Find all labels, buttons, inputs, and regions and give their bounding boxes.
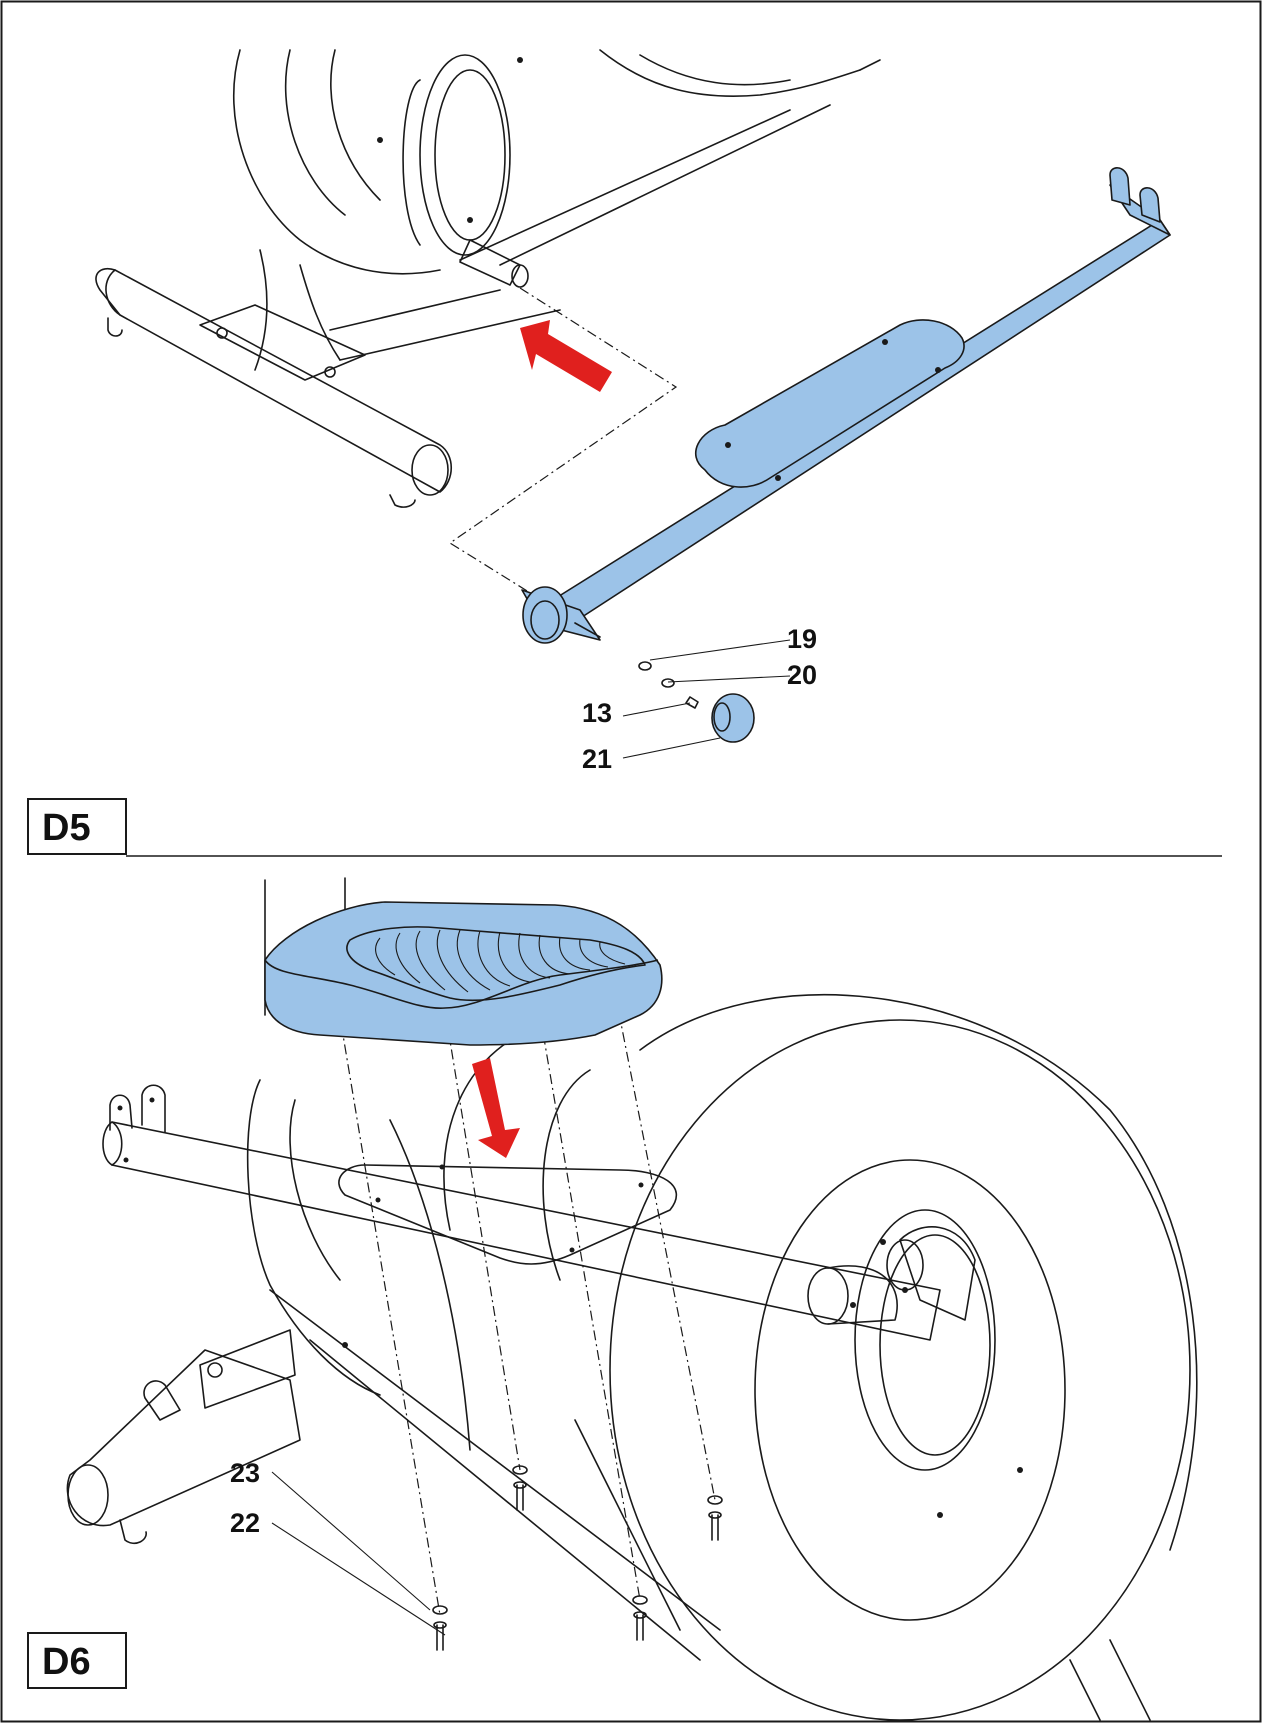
foot-pedal-d6 — [264, 901, 663, 1046]
frame-body-d6 — [246, 993, 1198, 1721]
screw-guides-d6 — [337, 992, 716, 1616]
direction-arrow-d6 — [472, 1058, 520, 1158]
direction-arrow-d5 — [520, 320, 612, 392]
step-label-box-d6 — [27, 1632, 127, 1689]
leader-lines-d6 — [271, 1471, 446, 1636]
callout-19: 19 — [787, 624, 817, 654]
flywheel-housing-d5 — [232, 49, 881, 371]
placement-guide-d5 — [448, 287, 678, 631]
pedal-grip-pattern — [375, 929, 626, 993]
step-label-d5: D5 — [42, 807, 91, 849]
step-label-d6: D6 — [42, 1641, 91, 1683]
callout-22: 22 — [230, 1508, 260, 1538]
callout-21: 21 — [582, 744, 612, 774]
callout-13: 13 — [582, 698, 612, 728]
panel-d5: 19 20 13 21 D5 — [27, 49, 1171, 855]
panel-d6: 23 22 D6 — [27, 877, 1198, 1721]
pedal-rail-d6 — [102, 1084, 941, 1341]
callout-23: 23 — [230, 1458, 260, 1488]
screws-d6 — [432, 1465, 723, 1651]
hardware-d5 — [638, 661, 755, 743]
pedal-rail-d5 — [521, 167, 1171, 644]
front-stabilizer-d5 — [95, 268, 453, 508]
base-leg-d6 — [66, 1329, 301, 1545]
step-label-box-d5 — [27, 798, 127, 855]
callout-20: 20 — [787, 660, 817, 690]
leader-lines-d5 — [622, 639, 791, 759]
